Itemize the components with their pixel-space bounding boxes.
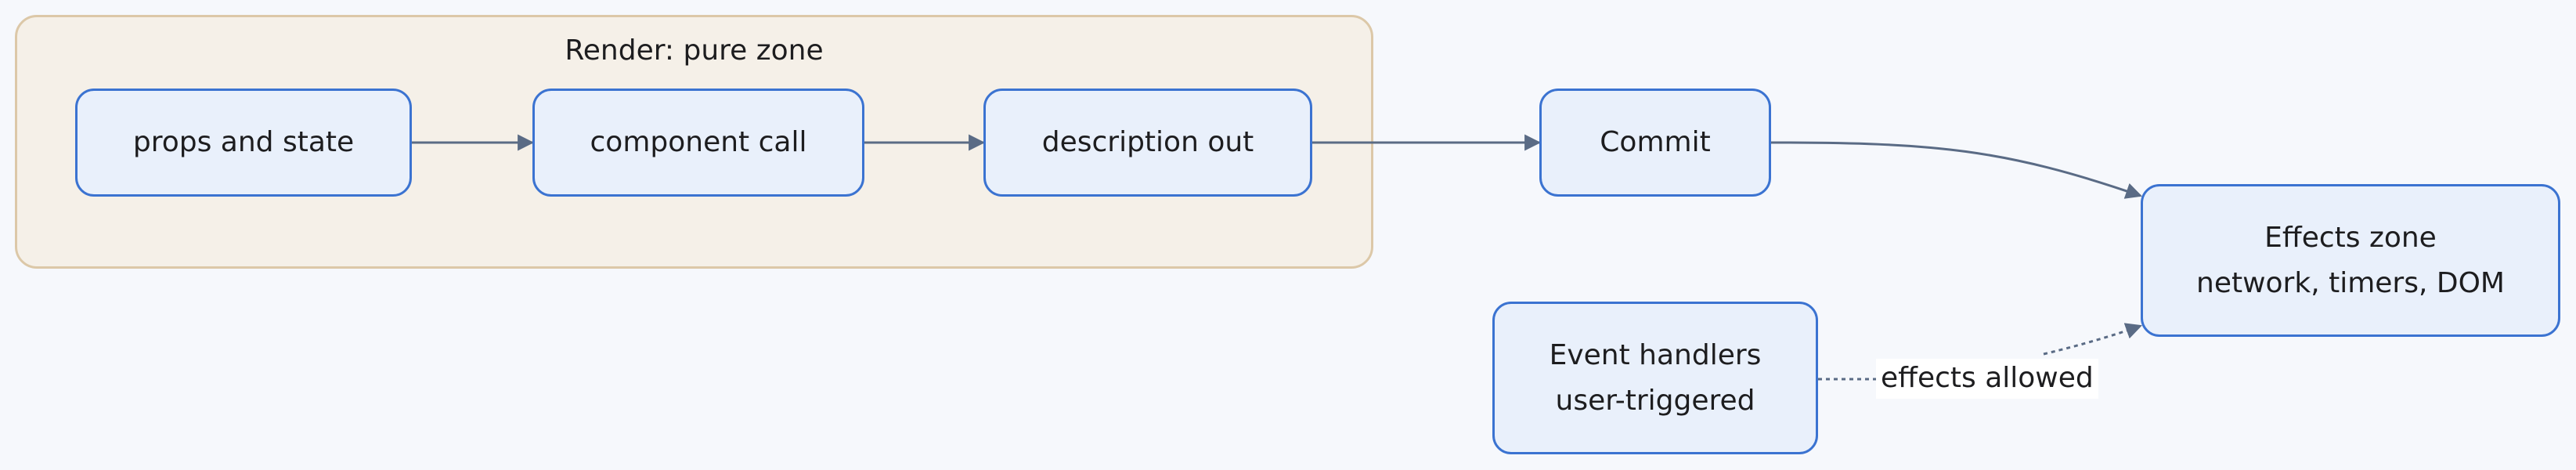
- node-props-and-state: props and state: [75, 89, 412, 197]
- node-subtitle: network, timers, DOM: [2196, 266, 2505, 299]
- node-subtitle: user-triggered: [1555, 384, 1755, 417]
- node-title: Event handlers: [1549, 338, 1762, 371]
- edge-events-to-effects: [1818, 326, 2141, 381]
- node-description-out: description out: [983, 89, 1312, 197]
- node-label: component call: [590, 126, 807, 159]
- node-effects-zone: Effects zone network, timers, DOM: [2141, 184, 2560, 337]
- node-label: Commit: [1600, 126, 1711, 159]
- node-label: description out: [1041, 126, 1254, 159]
- node-event-handlers: Event handlers user-triggered: [1492, 302, 1818, 454]
- node-title: Effects zone: [2264, 221, 2437, 254]
- node-label: props and state: [132, 126, 355, 159]
- node-commit: Commit: [1539, 89, 1771, 197]
- group-title: Render: pure zone: [565, 34, 824, 67]
- node-component-call: component call: [532, 89, 864, 197]
- edge-label-effects-allowed: effects allowed: [1876, 359, 2098, 399]
- edge-commit-to-effects: [1770, 141, 2142, 199]
